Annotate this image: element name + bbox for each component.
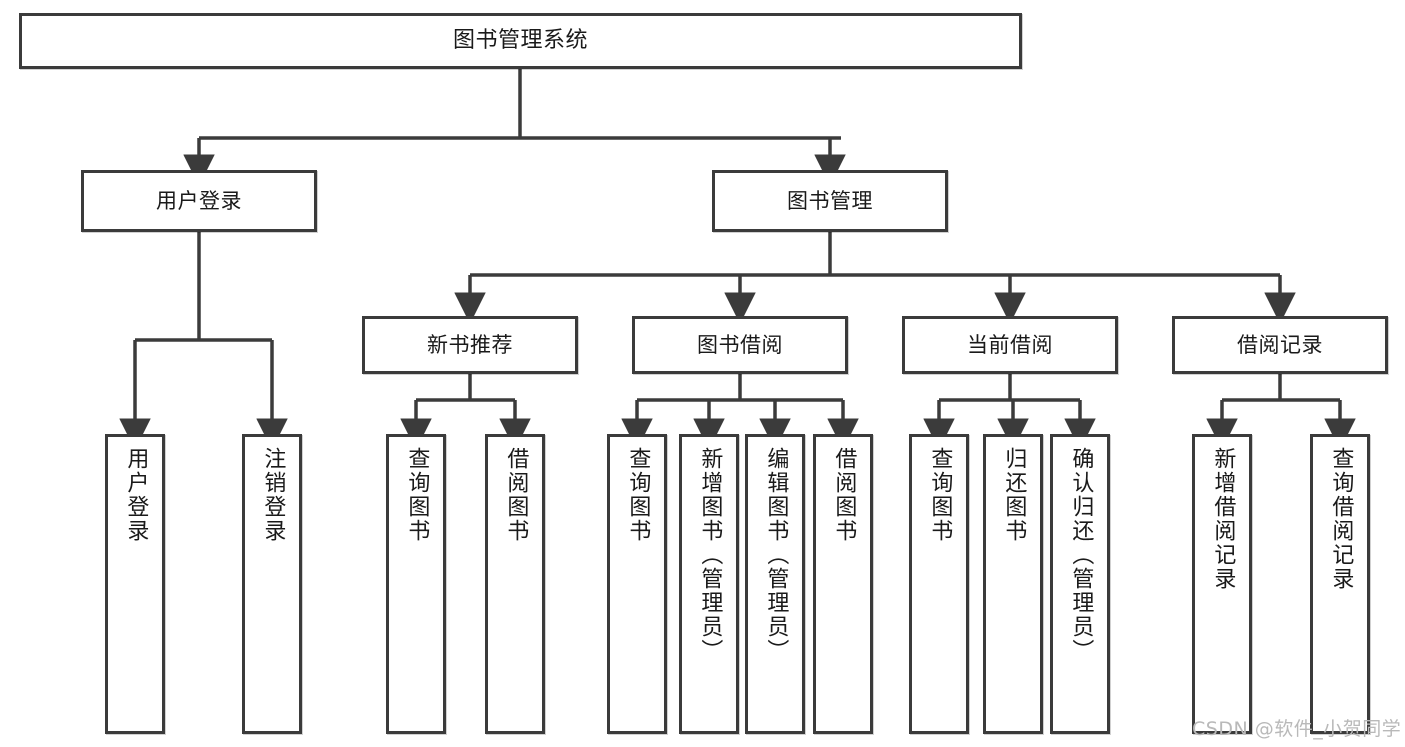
node-leaf-query-book-2-label: 查询图书 <box>625 447 651 543</box>
node-leaf-logout[interactable]: 注销登录 <box>242 434 302 734</box>
node-leaf-add-record-label: 新增借阅记录 <box>1210 447 1236 591</box>
node-leaf-add-book-label: 新增图书（管理员） <box>697 447 723 663</box>
node-leaf-query-record-label: 查询借阅记录 <box>1328 447 1354 591</box>
csdn-watermark: CSDN @软件_小贺同学 <box>1192 718 1402 740</box>
node-leaf-borrow-book-2-label: 借阅图书 <box>831 447 857 543</box>
node-leaf-confirm-return-label: 确认归还（管理员） <box>1068 447 1094 663</box>
node-borrow-record[interactable]: 借阅记录 <box>1172 316 1388 374</box>
node-book-borrow-label: 图书借阅 <box>697 332 783 357</box>
node-new-book-recommend-label: 新书推荐 <box>427 332 513 357</box>
node-leaf-return-book[interactable]: 归还图书 <box>983 434 1043 734</box>
node-leaf-edit-book-label: 编辑图书（管理员） <box>763 447 789 663</box>
node-leaf-query-record[interactable]: 查询借阅记录 <box>1310 434 1370 734</box>
node-leaf-logout-label: 注销登录 <box>260 447 286 543</box>
node-leaf-query-book-1-label: 查询图书 <box>404 447 430 543</box>
node-leaf-return-book-label: 归还图书 <box>1001 447 1027 543</box>
node-leaf-borrow-book-2[interactable]: 借阅图书 <box>813 434 873 734</box>
node-leaf-user-login-label: 用户登录 <box>123 447 149 543</box>
node-leaf-confirm-return[interactable]: 确认归还（管理员） <box>1050 434 1110 734</box>
node-book-borrow[interactable]: 图书借阅 <box>632 316 848 374</box>
node-leaf-user-login[interactable]: 用户登录 <box>105 434 165 734</box>
node-leaf-add-record[interactable]: 新增借阅记录 <box>1192 434 1252 734</box>
node-leaf-borrow-book-1[interactable]: 借阅图书 <box>485 434 545 734</box>
node-new-book-recommend[interactable]: 新书推荐 <box>362 316 578 374</box>
node-leaf-query-book-3-label: 查询图书 <box>927 447 953 543</box>
node-leaf-add-book[interactable]: 新增图书（管理员） <box>679 434 739 734</box>
node-current-borrow[interactable]: 当前借阅 <box>902 316 1118 374</box>
node-leaf-query-book-3[interactable]: 查询图书 <box>909 434 969 734</box>
node-book-management-label: 图书管理 <box>787 188 873 213</box>
node-root-label: 图书管理系统 <box>452 28 588 54</box>
node-root[interactable]: 图书管理系统 <box>19 13 1022 69</box>
node-leaf-borrow-book-1-label: 借阅图书 <box>503 447 529 543</box>
node-leaf-query-book-2[interactable]: 查询图书 <box>607 434 667 734</box>
node-current-borrow-label: 当前借阅 <box>967 332 1053 357</box>
node-book-management[interactable]: 图书管理 <box>712 170 948 232</box>
node-user-login-label: 用户登录 <box>156 188 242 213</box>
node-borrow-record-label: 借阅记录 <box>1237 332 1323 357</box>
node-user-login[interactable]: 用户登录 <box>81 170 317 232</box>
node-leaf-edit-book[interactable]: 编辑图书（管理员） <box>745 434 805 734</box>
node-leaf-query-book-1[interactable]: 查询图书 <box>386 434 446 734</box>
